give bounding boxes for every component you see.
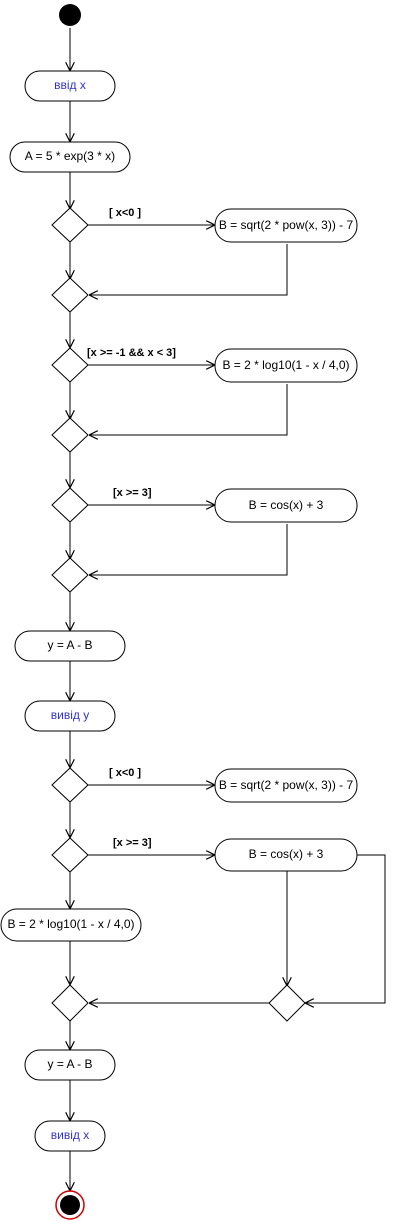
merge-3 (51, 557, 89, 593)
decision-5 (51, 837, 89, 873)
guard-label-1: [ x<0 ] (109, 207, 141, 219)
action-assign-y-1-label: y = A - B (47, 638, 92, 652)
action-assign-b-log-1: B = 2 * log10(1 - x / 4,0) (214, 348, 358, 383)
action-assign-b-sqrt-1: B = sqrt(2 * pow(x, 3)) - 7 (214, 208, 358, 243)
flow-sqrt-to-merge-1 (90, 244, 288, 295)
flow-cos-loop-to-merge-right (306, 854, 386, 1003)
action-assign-y-2-label: y = A - B (47, 1057, 92, 1071)
action-input-x: ввід х (24, 70, 116, 102)
merge-right (268, 984, 306, 1022)
end-node (55, 1190, 85, 1220)
merge-2 (51, 417, 89, 453)
guard-label-5: [x >= 3] (113, 837, 152, 849)
action-assign-y-1: y = A - B (14, 630, 126, 662)
action-assign-b-cos-2-label: B = cos(x) + 3 (249, 847, 324, 861)
flow-cos-to-merge-3 (90, 524, 288, 575)
action-assign-b-cos-1: B = cos(x) + 3 (214, 488, 358, 523)
merge-final (51, 984, 89, 1022)
flow-lines (70, 28, 386, 1190)
action-output-x: вивід х (34, 1120, 106, 1152)
guard-label-3: [x >= 3] (113, 487, 152, 499)
action-assign-a-label: A = 5 * exp(3 * x) (25, 149, 115, 163)
decision-3 (51, 487, 89, 523)
action-assign-y-2: y = A - B (24, 1049, 116, 1081)
action-assign-b-cos-1-label: B = cos(x) + 3 (249, 498, 324, 512)
guard-label-2: [x >= -1 && x < 3] (87, 347, 176, 359)
merge-1 (51, 277, 89, 313)
action-output-y: вивід y (24, 700, 116, 732)
action-assign-b-sqrt-1-label: B = sqrt(2 * pow(x, 3)) - 7 (219, 218, 354, 232)
action-assign-b-sqrt-2: B = sqrt(2 * pow(x, 3)) - 7 (214, 768, 358, 803)
action-assign-b-log-1-label: B = 2 * log10(1 - x / 4,0) (222, 358, 349, 372)
action-assign-b-sqrt-2-label: B = sqrt(2 * pow(x, 3)) - 7 (219, 778, 354, 792)
action-assign-b-cos-2: B = cos(x) + 3 (214, 838, 358, 872)
action-input-x-label: ввід х (54, 78, 86, 92)
action-assign-b-log-2: B = 2 * log10(1 - x / 4,0) (0, 908, 142, 942)
action-assign-b-log-2-label: B = 2 * log10(1 - x / 4,0) (7, 917, 134, 931)
decision-2 (51, 347, 89, 383)
action-output-x-label: вивід х (51, 1128, 89, 1142)
decision-4 (51, 767, 89, 803)
decision-1 (51, 207, 89, 243)
action-output-y-label: вивід y (51, 708, 89, 722)
guard-label-4: [ x<0 ] (109, 767, 141, 779)
flow-log-to-merge-2 (90, 384, 288, 435)
start-node (59, 4, 81, 26)
action-assign-a: A = 5 * exp(3 * x) (9, 141, 131, 173)
